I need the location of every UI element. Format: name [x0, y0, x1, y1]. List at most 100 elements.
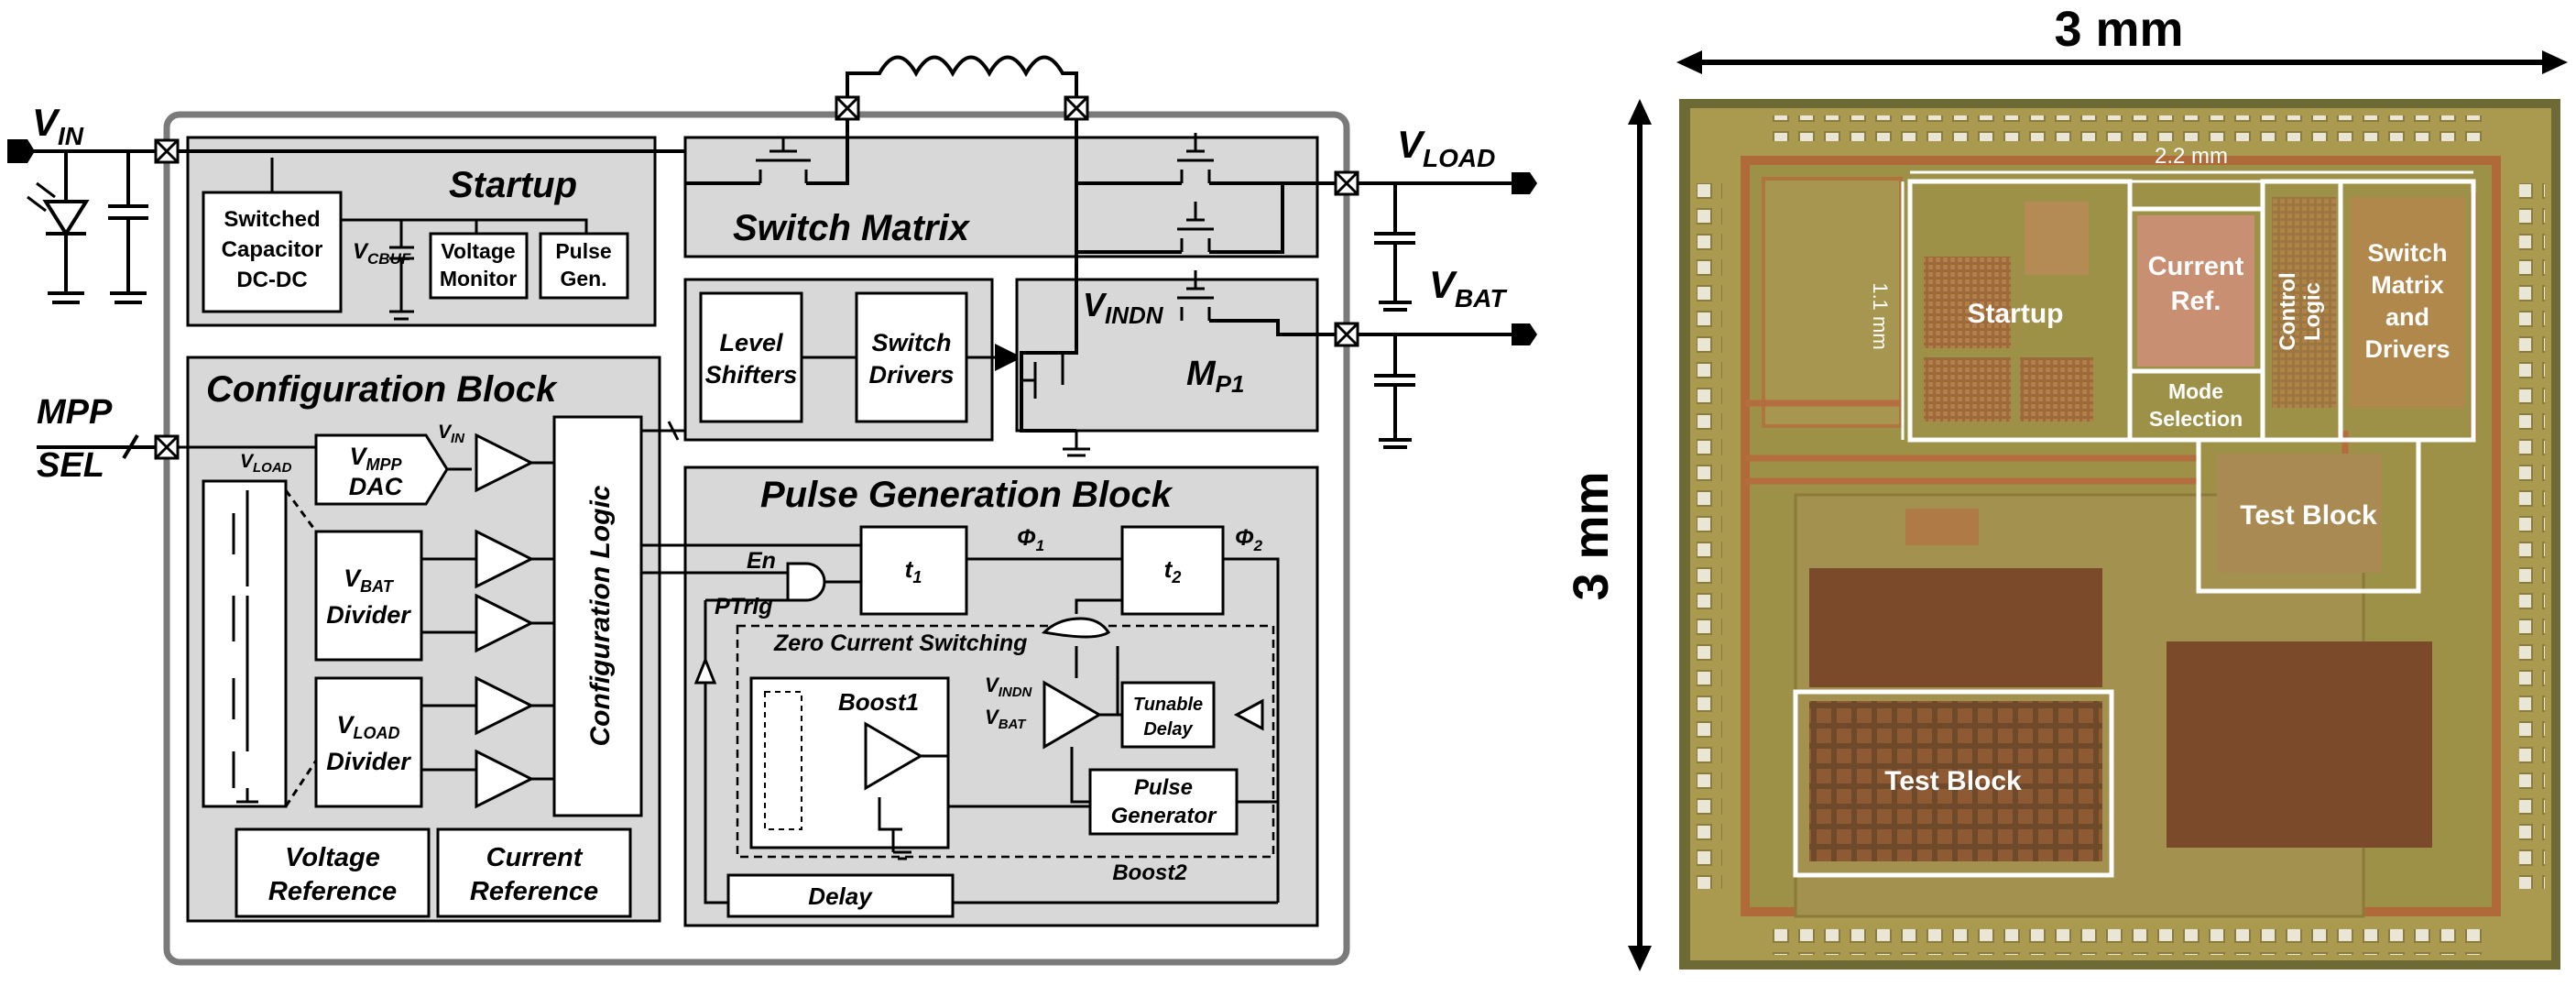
tunable-delay-line1: Tunable [1133, 695, 1203, 715]
core-height-label: 1.1 mm [1869, 282, 1892, 349]
large-capacitor-left [1809, 568, 2102, 687]
vin-label: VIN [32, 101, 84, 150]
die-current-ref-line2: Ref. [2171, 287, 2221, 316]
resistor-ladder [202, 479, 288, 808]
die-mode-selection-line2: Selection [2149, 407, 2243, 431]
die-photo: 3 mm 3 mm [1564, 2, 2568, 971]
switch-drivers-line1: Switch [871, 329, 951, 356]
die-switch-matrix-line4: Drivers [2364, 335, 2450, 363]
pulse-generation-title: Pulse Generation Block [760, 475, 1173, 515]
die-current-ref-line1: Current [2148, 252, 2244, 281]
configuration-title: Configuration Block [206, 369, 558, 410]
vload-small-label: VLOAD [240, 451, 292, 476]
configuration-logic-box [552, 415, 643, 817]
sel-label: SEL [37, 446, 104, 485]
buffer [693, 655, 717, 685]
core-width-label: 2.2 mm [2155, 144, 2228, 169]
voltage-reference-line2: Reference [268, 877, 397, 906]
voltage-reference-box [235, 827, 431, 918]
level-shifters-line2: Shifters [705, 361, 798, 389]
switch-matrix-title: Switch Matrix [733, 208, 971, 248]
current-reference-line2: Reference [470, 877, 598, 906]
phi2-label: Φ2 [1235, 525, 1263, 554]
die-control-logic-line2: Logic [2300, 282, 2325, 341]
die-switch-matrix-line3: and [2385, 303, 2429, 331]
vbat-divider-label2: Divider [326, 601, 411, 629]
schematic: Startup Switched Capacitor DC-DC VCBUF V… [7, 55, 1537, 966]
pulse-generator-line1: Pulse [1134, 775, 1193, 800]
vmpp-dac [314, 433, 449, 506]
pad-col-left [1697, 183, 1722, 889]
voltage-monitor-box [429, 232, 529, 300]
voltage-monitor-line1: Voltage [441, 239, 515, 263]
die-mode-selection-line1: Mode [2168, 379, 2223, 403]
pad-row-bottom [1768, 929, 2483, 955]
vbat-divider-box [314, 530, 423, 662]
die-switch-matrix-line2: Matrix [2371, 271, 2444, 299]
die-control-logic-line1: Control [2276, 272, 2300, 350]
vload-label: VLOAD [1397, 123, 1495, 172]
mp1-label: MP1 [1186, 355, 1244, 398]
pulse-generator-line2: Generator [1111, 804, 1217, 828]
vload-terminal [1512, 172, 1537, 194]
t2-pulse-box [1120, 525, 1225, 616]
mpp-label: MPP [37, 393, 113, 432]
sc-dcdc-line1: Switched [224, 207, 320, 232]
vmpp-dac-label1: VMPP [349, 443, 402, 474]
die-switch-matrix-line1: Switch [2367, 239, 2447, 267]
switch-matrix-block [683, 136, 1319, 258]
configuration-logic-label: Configuration Logic [585, 485, 616, 746]
inductor [846, 55, 1078, 108]
t1-label: t1 [905, 555, 922, 586]
die-test-block-upper: Test Block [2240, 500, 2377, 531]
large-capacitor-right [2167, 641, 2432, 848]
comparators [475, 433, 535, 809]
level-shifters-line1: Level [719, 329, 783, 356]
vindn-label: VINDN [1083, 286, 1164, 329]
switch-drivers-line2: Drivers [868, 361, 954, 389]
switch-transistors [756, 133, 1214, 399]
t2-label: t2 [1164, 555, 1182, 586]
vload-divider-label2: Divider [326, 748, 411, 775]
current-reference-box [436, 827, 632, 918]
zcs-comparator [1042, 680, 1102, 750]
pulse-gen-line2: Gen. [560, 267, 606, 290]
boost1-amp [864, 721, 923, 791]
vload-divider-box [314, 676, 423, 808]
sc-dcdc-line3: DC-DC [236, 268, 307, 292]
t1-pulse-box [859, 525, 968, 616]
die-width-label: 3 mm [2054, 2, 2183, 57]
or-gate [1041, 617, 1111, 639]
boost1-label: Boost1 [838, 688, 919, 716]
boost1-inner [764, 691, 802, 830]
en-label: En [747, 548, 776, 574]
pulse-gen-line1: Pulse [555, 239, 611, 263]
inverter [1233, 698, 1264, 731]
switch-drivers-box [855, 291, 968, 423]
tunable-delay-line2: Delay [1143, 719, 1193, 740]
boost2-label: Boost2 [1112, 860, 1187, 885]
die-startup-label: Startup [1968, 299, 2064, 329]
die-test-block-lower: Test Block [1884, 766, 2022, 796]
voltage-reference-line1: Voltage [285, 843, 380, 872]
vmpp-dac-label2: DAC [349, 473, 403, 500]
delay-label: Delay [808, 882, 873, 910]
sc-dcdc-line2: Capacitor [222, 237, 323, 262]
vbat-terminal [1512, 323, 1537, 345]
startup-title: Startup [449, 165, 577, 205]
level-shifters-box [699, 291, 803, 423]
test-block-lower-outline [1793, 689, 2114, 878]
pulse-gen-box [539, 232, 629, 300]
vload-divider-label1: VLOAD [336, 711, 399, 742]
phi1-label: Φ1 [1017, 525, 1044, 554]
boost1-box [749, 676, 950, 849]
delay-box [726, 873, 955, 918]
tunable-delay-box [1120, 681, 1216, 749]
pad-col-right [2519, 183, 2545, 889]
vbat-label: VBAT [1429, 263, 1508, 312]
pad-row-top [1768, 115, 2483, 141]
die-height-label: 3 mm [1564, 471, 1619, 600]
zcs-label: Zero Current Switching [773, 630, 1027, 656]
vin-terminal [7, 139, 35, 163]
